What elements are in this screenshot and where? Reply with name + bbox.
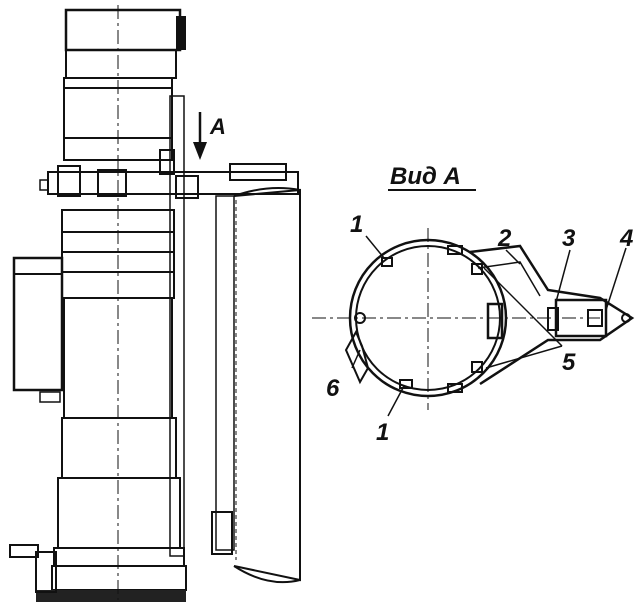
view-title: Вид А — [390, 163, 461, 190]
callout-5: 5 — [562, 349, 576, 376]
callout-1-bottom: 1 — [376, 419, 389, 446]
view-a-plan — [312, 228, 635, 417]
callout-labels: 1 2 3 4 5 6 1 — [326, 211, 633, 446]
callout-4: 4 — [619, 225, 633, 252]
arrow-label: A — [209, 114, 226, 139]
callout-3: 3 — [562, 225, 576, 252]
callout-6: 6 — [326, 375, 340, 402]
view-a-title: Вид А — [388, 163, 476, 191]
side-elevation — [9, 5, 301, 602]
view-arrow-a: A — [193, 112, 226, 160]
callout-1-top: 1 — [350, 211, 363, 238]
callout-2: 2 — [497, 225, 512, 252]
